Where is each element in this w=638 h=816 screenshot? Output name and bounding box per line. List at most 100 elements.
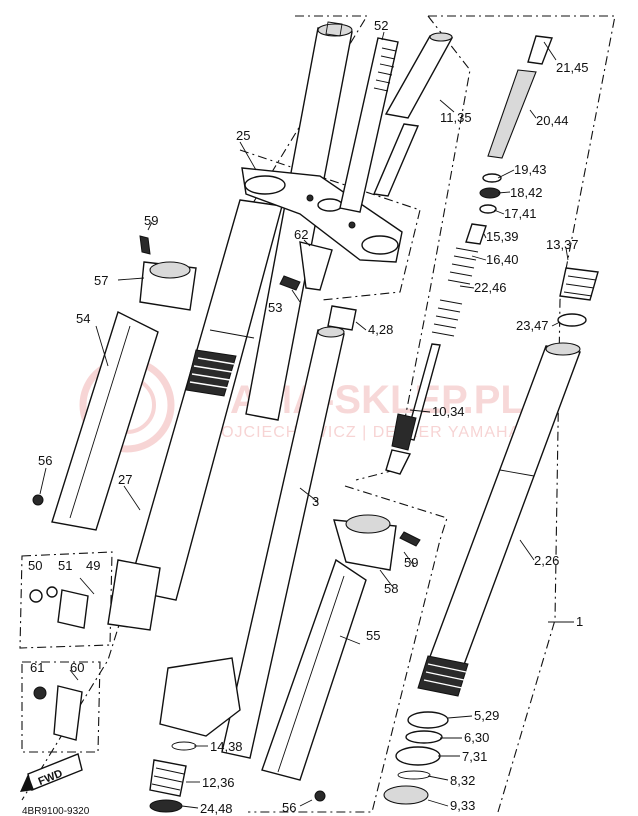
callout-7-31: 7,31: [462, 749, 487, 764]
center-fork-tube: [221, 305, 357, 759]
bushing-5-29: [407, 711, 449, 729]
callout-27: 27: [118, 472, 132, 487]
callout-60: 60: [70, 660, 84, 675]
nut-50: [29, 589, 43, 603]
o-ring-24-48: [149, 799, 183, 813]
leader-lines: [39, 31, 574, 809]
right-outer-tube: [417, 267, 599, 697]
callout-18-42: 18,42: [510, 185, 543, 200]
callout-58: 58: [384, 581, 398, 596]
cartridge-20-44: [487, 69, 537, 159]
bolt-59-lower: [399, 531, 421, 547]
callout-5-29: 5,29: [474, 708, 499, 723]
callout-10-34: 10,34: [432, 404, 465, 419]
o-ring-23-47: [557, 313, 587, 327]
oil-seal-4-28: [327, 305, 357, 331]
callout-57: 57: [94, 273, 108, 288]
callout-50: 50: [28, 558, 42, 573]
callout-56-left: 56: [38, 453, 52, 468]
left-fork-guard-54: [51, 311, 159, 531]
callout-labels: 52 21,45 11,35 20,44 25 19,43 18,42 17,4…: [22, 18, 589, 816]
callout-3: 3: [312, 494, 319, 509]
fork-cap-13-37: [559, 267, 599, 301]
callout-9-33: 9,33: [450, 798, 475, 813]
bolt-61: [33, 686, 47, 700]
lower-seal-stack: [383, 711, 449, 805]
callout-6-30: 6,30: [464, 730, 489, 745]
callout-15-39: 15,39: [486, 229, 519, 244]
callout-54: 54: [76, 311, 90, 326]
right-fork-boot: [417, 655, 469, 697]
callout-1: 1: [576, 614, 583, 629]
callout-55: 55: [366, 628, 380, 643]
bracket-60: [53, 685, 83, 741]
forward-arrow-icon: FWD: [20, 753, 83, 792]
callout-22-46: 22,46: [474, 280, 507, 295]
bolt-56-right: [314, 790, 326, 802]
callout-49: 49: [86, 558, 100, 573]
triple-clamp: [241, 167, 403, 263]
callout-16-40: 16,40: [486, 252, 519, 267]
damper-rod: [372, 32, 454, 197]
left-axle-bracket: [107, 559, 161, 631]
callout-12-36: 12,36: [202, 775, 235, 790]
right-fork-guard-55: [261, 558, 367, 781]
callout-19-43: 19,43: [514, 162, 547, 177]
clip-8-32: [397, 770, 431, 780]
bolt-56-left: [32, 494, 44, 506]
nut-17-41: [479, 204, 497, 214]
holder-49: [57, 589, 89, 629]
bracket-box-boundary: [19, 551, 113, 649]
bolt-15-39: [465, 223, 487, 245]
footer-code: 4BR9100-9320: [22, 806, 90, 816]
bracket-62: [299, 241, 333, 291]
callout-4-28: 4,28: [368, 322, 393, 337]
cartridge-boundary: [355, 15, 471, 481]
callout-8-32: 8,32: [450, 773, 475, 788]
callout-24-48: 24,48: [200, 801, 233, 816]
watermark-dealer: WOJCIECHOWICZ | DEALER YAMAHA: [205, 424, 520, 441]
callout-21-45: 21,45: [556, 60, 589, 75]
callout-13-37: 13,37: [546, 237, 579, 252]
callout-23-47: 23,47: [516, 318, 549, 333]
center-axle-lug: [159, 657, 241, 737]
callout-25: 25: [236, 128, 250, 143]
rod-10-34: [405, 343, 441, 441]
washer-19-43: [482, 173, 502, 183]
nut-18-42: [479, 187, 501, 199]
clamp-box-boundary: [239, 149, 421, 301]
callout-56-right: 56: [282, 800, 296, 815]
callout-52: 52: [374, 18, 388, 33]
spring-16-40: [431, 247, 479, 337]
dust-seal-9-33: [383, 785, 429, 805]
bolt-59-upper: [139, 235, 151, 255]
steering-stem: [339, 37, 399, 213]
left-fork-boot: [185, 349, 237, 397]
callout-59-lower: 59: [404, 555, 418, 570]
callout-61: 61: [30, 660, 44, 675]
callout-53: 53: [268, 300, 282, 315]
callout-62: 62: [294, 227, 308, 242]
seal-7-31: [395, 746, 441, 766]
left-outer-tube: [107, 199, 283, 631]
callout-59-upper: 59: [144, 213, 158, 228]
adjuster-12-36: [149, 759, 187, 797]
callout-2-26: 2,26: [534, 553, 559, 568]
cap-bolt-21-45: [527, 35, 553, 65]
cartridge-assembly: [385, 35, 553, 475]
callout-14-38: 14,38: [210, 739, 243, 754]
bolt-53: [279, 275, 301, 291]
clip-14-38: [171, 741, 197, 751]
callout-20-44: 20,44: [536, 113, 569, 128]
right-assembly-boundary: [428, 15, 616, 813]
washer-6-30: [405, 730, 443, 744]
callout-17-41: 17,41: [504, 206, 537, 221]
callout-51: 51: [58, 558, 72, 573]
clip-box-boundary: [21, 661, 101, 753]
washer-51: [46, 586, 58, 598]
callout-11-35: 11,35: [440, 110, 472, 125]
left-inner-tube: [245, 21, 353, 421]
lower-guard-boundary: [248, 485, 448, 813]
